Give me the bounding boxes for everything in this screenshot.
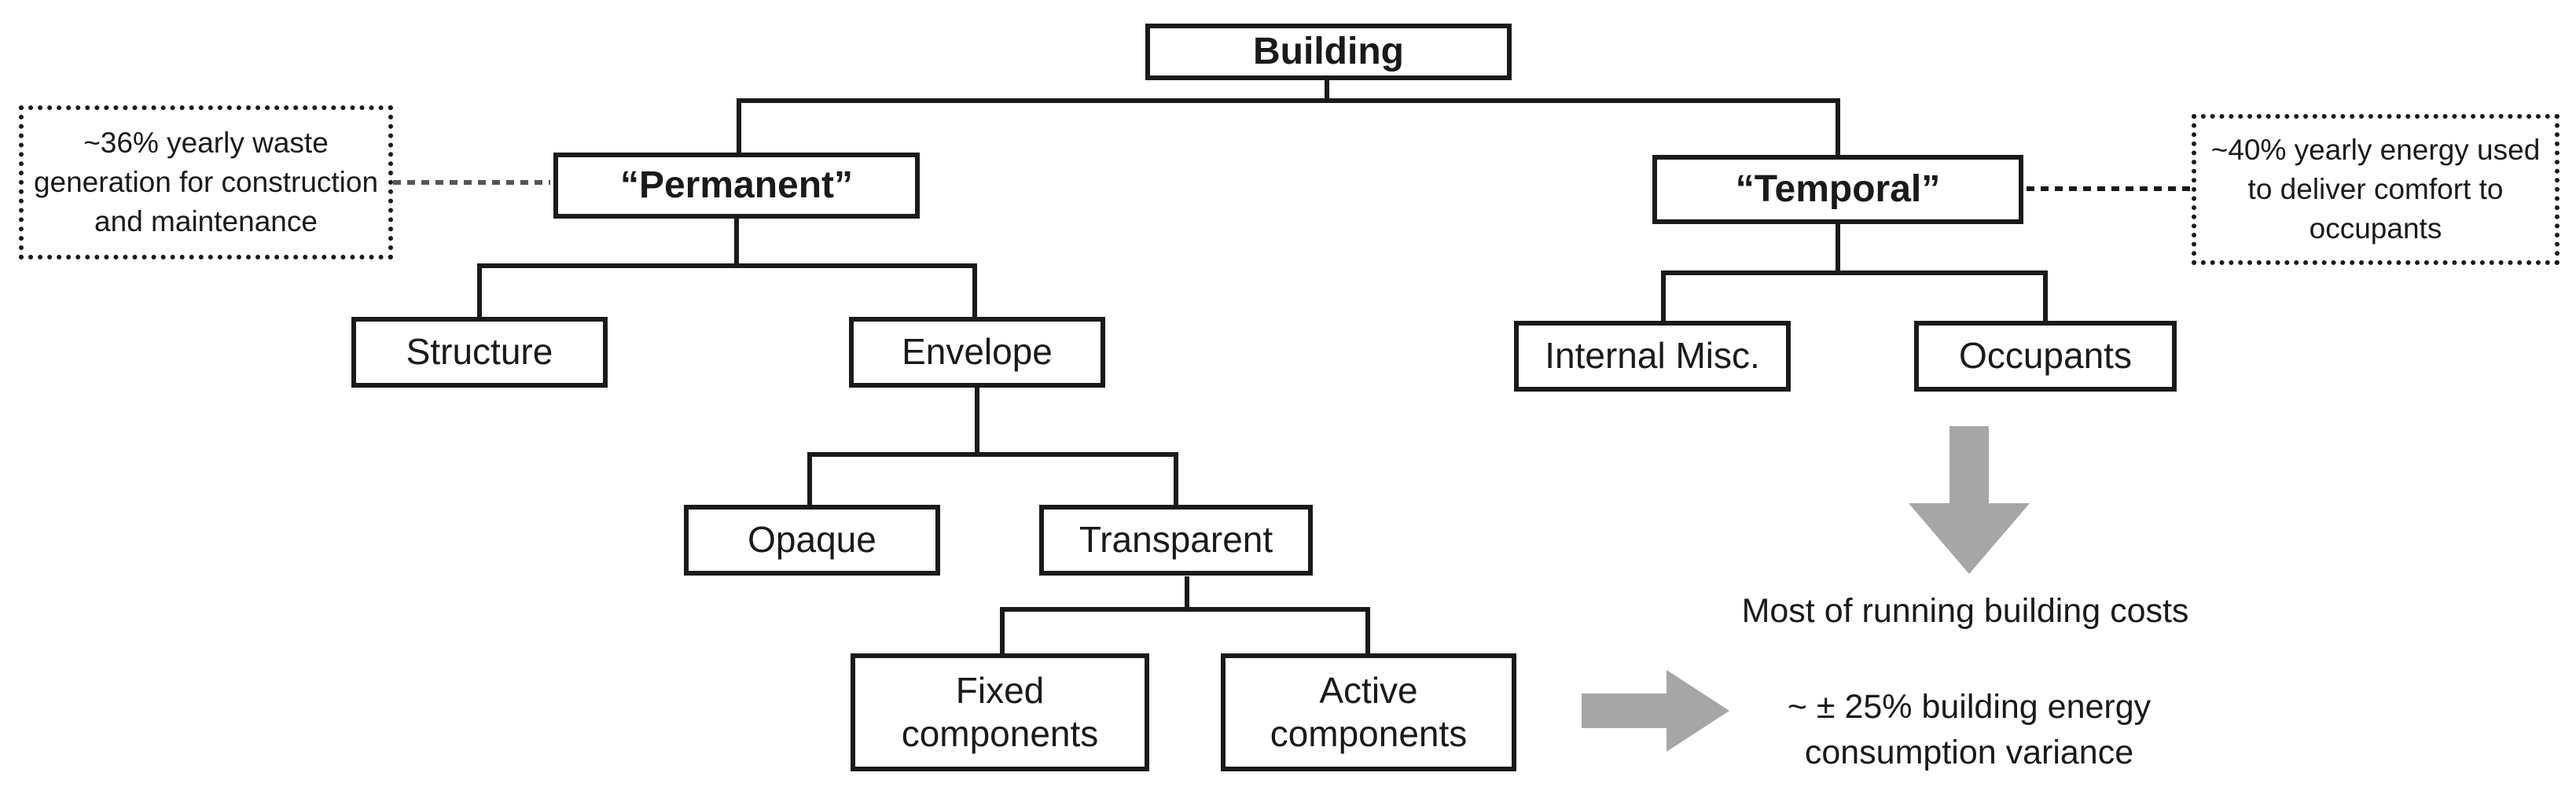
annotation-variance: ~ ± 25% building energy consumption vari… [1761, 684, 2177, 775]
connector-temporal [1661, 270, 2048, 321]
node-building-label: Building [1253, 31, 1404, 73]
connector-permanent [477, 263, 977, 317]
node-permanent-label: “Permanent” [619, 164, 854, 207]
node-fixed-components: Fixed components [851, 653, 1149, 771]
node-structure: Structure [351, 317, 608, 388]
node-occupants: Occupants [1914, 321, 2177, 392]
note-waste-text: ~36% yearly waste generation for constru… [33, 127, 379, 237]
note-energy-text: ~40% yearly energy used to deliver comfo… [2210, 134, 2541, 245]
node-transparent: Transparent [1039, 505, 1313, 576]
node-envelope-label: Envelope [902, 331, 1053, 373]
down-arrow-icon [1909, 426, 2030, 574]
node-active-components: Active components [1221, 653, 1516, 771]
annotation-running-costs-text: Most of running building costs [1741, 592, 2189, 630]
node-transparent-label: Transparent [1079, 519, 1273, 561]
node-internal-misc-label: Internal Misc. [1545, 335, 1760, 377]
note-energy: ~40% yearly energy used to deliver comfo… [2192, 114, 2559, 265]
note-waste: ~36% yearly waste generation for constru… [19, 105, 393, 259]
annotation-variance-text: ~ ± 25% building energy consumption vari… [1787, 688, 2152, 772]
connector-envelope [807, 452, 1178, 505]
node-opaque: Opaque [684, 505, 940, 576]
node-active-components-label: Active components [1270, 669, 1468, 754]
node-internal-misc: Internal Misc. [1514, 321, 1791, 392]
node-permanent: “Permanent” [553, 153, 920, 219]
connector-building [737, 98, 1840, 186]
node-temporal-label: “Temporal” [1735, 168, 1941, 211]
node-building: Building [1145, 24, 1512, 80]
node-fixed-components-label: Fixed components [901, 669, 1099, 754]
node-opaque-label: Opaque [748, 519, 876, 561]
node-structure-label: Structure [406, 331, 553, 373]
node-envelope: Envelope [849, 317, 1105, 388]
right-arrow-icon [1582, 670, 1729, 752]
node-temporal: “Temporal” [1652, 155, 2023, 224]
node-occupants-label: Occupants [1959, 335, 2132, 377]
connector-transparent [1000, 607, 1370, 653]
annotation-running-costs: Most of running building costs [1706, 588, 2225, 634]
